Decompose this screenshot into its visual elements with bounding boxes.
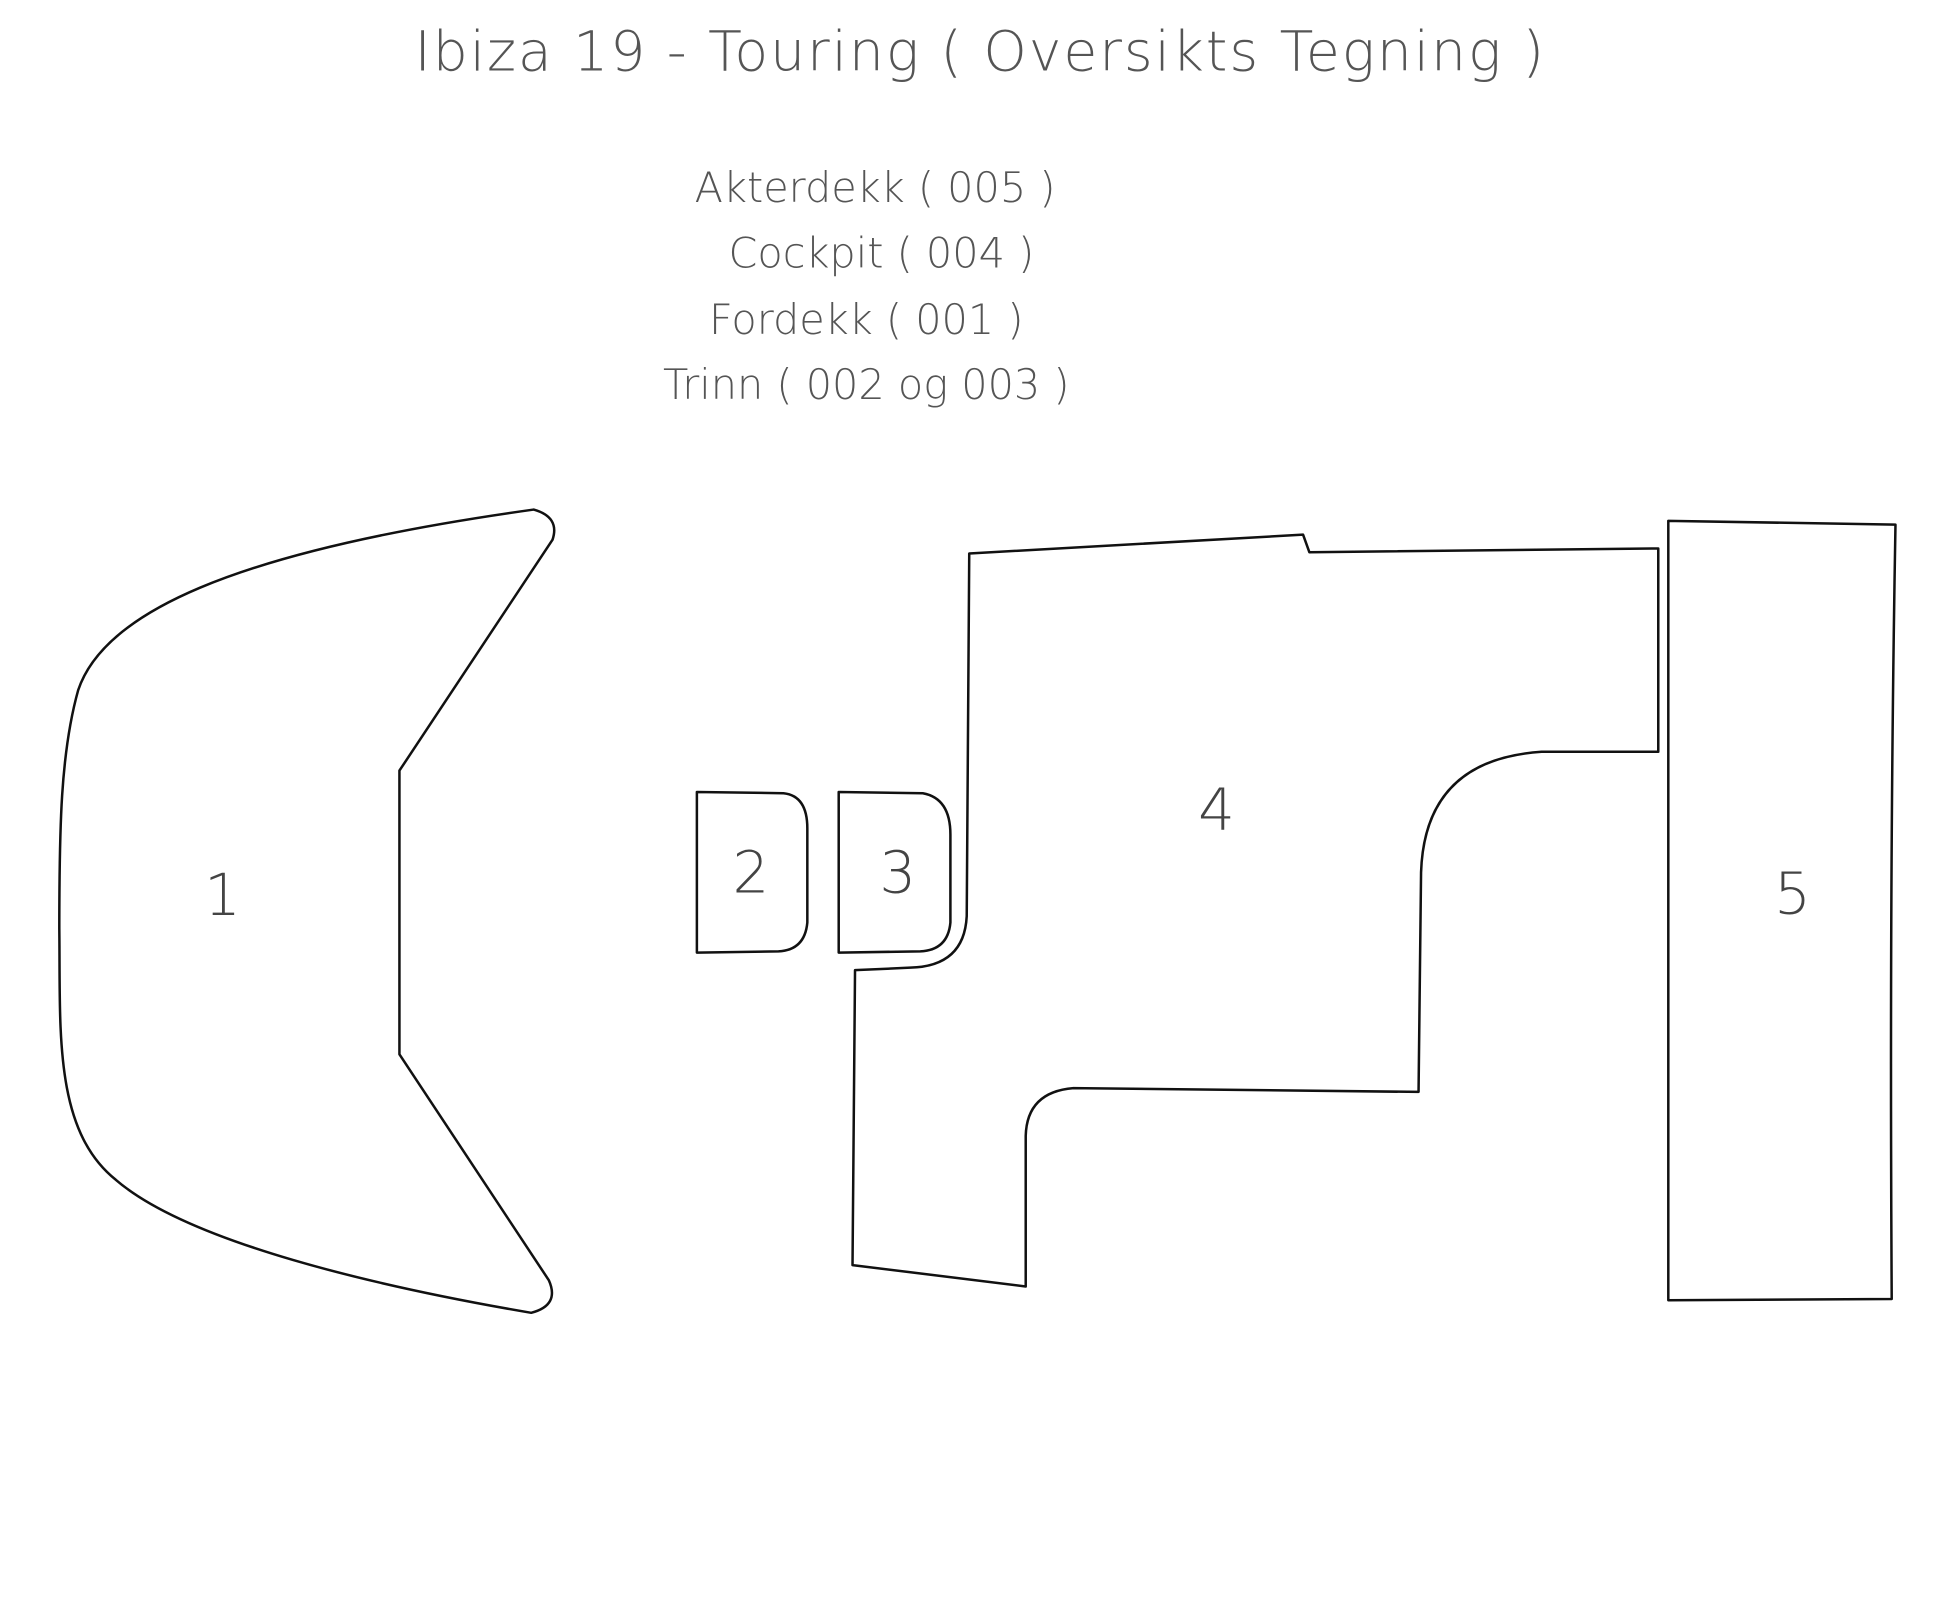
part-label: 1	[204, 861, 241, 929]
part-label: 3	[879, 838, 916, 906]
legend-cockpit: Cockpit ( 004 )	[728, 229, 1034, 277]
drawing-title: Ibiza 19 - Touring ( Oversikts Tegning )	[414, 20, 1544, 84]
part-2-trinn: 2	[695, 790, 809, 954]
legend-akterdekk: Akterdekk ( 005 )	[695, 164, 1056, 212]
legend-fordekk: Fordekk ( 001 )	[709, 296, 1024, 344]
part-5-akterdekk: 5	[1667, 519, 1897, 1302]
part-label: 5	[1774, 860, 1811, 928]
part-label: 4	[1198, 776, 1235, 844]
part-4-cockpit: 4	[851, 533, 1660, 1288]
part-1-fordekk: 1	[58, 508, 556, 1315]
legend-trinn: Trinn ( 002 og 003 )	[663, 361, 1070, 409]
part-label: 2	[732, 838, 769, 906]
part-3-trinn: 3	[837, 790, 952, 954]
